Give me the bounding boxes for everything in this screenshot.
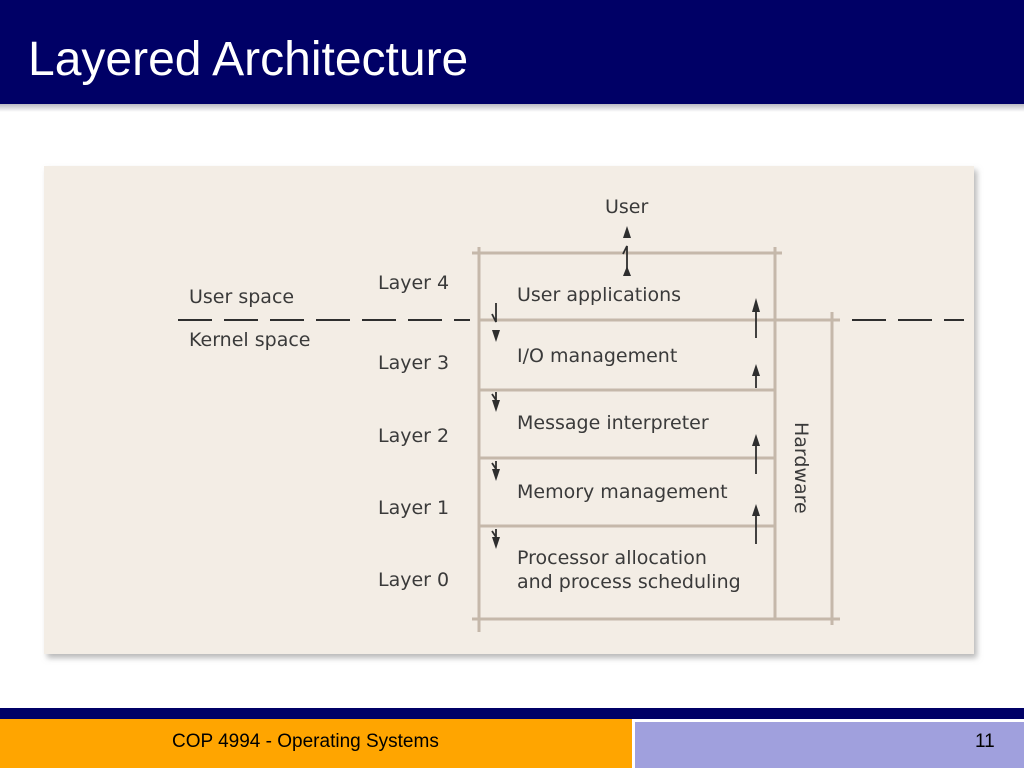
footer-left-panel (0, 719, 632, 768)
downward-arrow-icon (491, 461, 500, 481)
footer-right-panel (632, 719, 1024, 768)
layer-2-label: Layer 2 (378, 425, 449, 447)
downward-arrow-icon (491, 303, 500, 342)
layer-3-label: Layer 3 (378, 352, 449, 374)
layer-0-description-line2: and process scheduling (517, 571, 741, 593)
user-to-layer4-arrow-icon (622, 226, 631, 276)
downward-arrow-icon (491, 529, 500, 549)
page-number: 11 (975, 731, 995, 752)
kernel-space-label: Kernel space (189, 329, 310, 351)
upward-arrow-icon (752, 504, 760, 544)
layer-0-description-line1: Processor allocation (517, 547, 707, 569)
layer-1-label: Layer 1 (378, 497, 449, 519)
title-shadow (0, 104, 1024, 112)
user-space-label: User space (189, 286, 294, 308)
layer-0-label: Layer 0 (378, 569, 449, 591)
hardware-label: Hardware (790, 422, 812, 514)
footer-course-title: COP 4994 - Operating Systems (172, 731, 439, 752)
upward-arrow-icon (752, 434, 760, 474)
footer-rule (0, 708, 1024, 719)
figure-panel (44, 166, 974, 654)
layer-4-label: Layer 4 (378, 272, 449, 294)
layer-2-description: Message interpreter (517, 412, 709, 434)
layer-4-description: User applications (517, 284, 681, 306)
layer-3-description: I/O management (517, 345, 677, 367)
user-label: User (605, 196, 648, 218)
downward-arrow-icon (491, 392, 500, 412)
title-bar: Layered Architecture (0, 0, 1024, 104)
upward-arrow-icon (752, 364, 760, 388)
upward-arrow-icon (752, 298, 760, 338)
layer-1-description: Memory management (517, 481, 728, 503)
slide-title: Layered Architecture (28, 33, 469, 86)
